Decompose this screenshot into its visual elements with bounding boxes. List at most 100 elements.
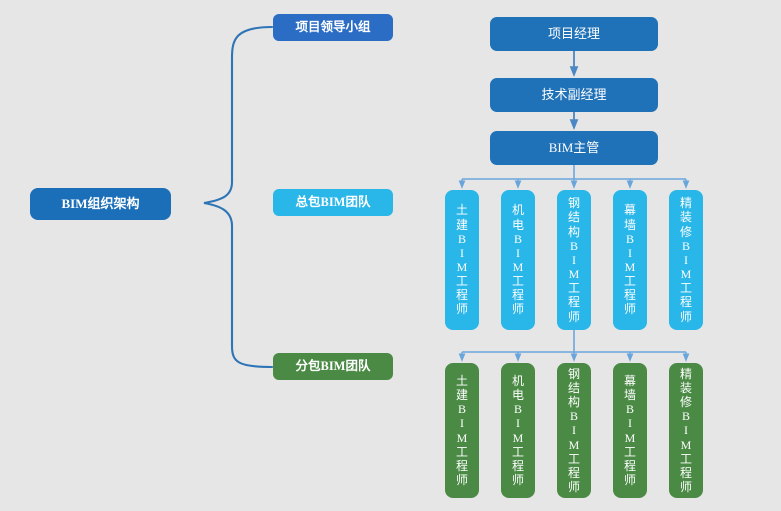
- vertical-char: 修: [679, 395, 692, 410]
- vertical-char: I: [572, 252, 576, 267]
- vertical-char: B: [569, 238, 578, 253]
- vertical-char: B: [457, 231, 466, 246]
- vertical-char: 钢: [567, 366, 580, 381]
- vertical-char: 工: [511, 444, 524, 459]
- vertical-char: 精: [679, 366, 692, 381]
- vertical-char: 钢: [567, 196, 580, 211]
- vertical-char: 构: [567, 224, 580, 239]
- bracket-curve: [203, 25, 274, 369]
- vertical-char: M: [568, 267, 580, 282]
- vertical-char: B: [513, 231, 522, 246]
- vertical-char: B: [681, 409, 690, 424]
- vertical-char: 程: [511, 458, 524, 473]
- vertical-char: 师: [455, 472, 468, 487]
- vertical-char: B: [457, 402, 466, 417]
- vertical-char: B: [625, 402, 634, 417]
- vertical-char: 师: [567, 480, 580, 495]
- vertical-char: 师: [567, 309, 580, 324]
- vertical-char: 师: [623, 472, 636, 487]
- vertical-char: I: [460, 245, 464, 260]
- vertical-char: 工: [567, 451, 580, 466]
- vertical-char: B: [681, 238, 690, 253]
- vertical-char: I: [684, 252, 688, 267]
- vertical-char: 程: [679, 465, 692, 480]
- vertical-char: M: [624, 260, 636, 274]
- vertical-char: 装: [679, 380, 692, 395]
- vertical-char: B: [569, 409, 578, 424]
- root-node-bim-organization[interactable]: BIM组织架构: [30, 188, 171, 220]
- vertical-char: M: [456, 260, 468, 274]
- vertical-char: I: [516, 416, 520, 431]
- vertical-char: 师: [623, 302, 636, 317]
- vertical-char: 建: [455, 217, 468, 232]
- vertical-char: 机: [511, 373, 524, 388]
- vertical-char: 土: [455, 203, 468, 218]
- node-project-manager[interactable]: 项目经理: [490, 17, 658, 51]
- vertical-char: I: [460, 416, 464, 431]
- vertical-char: 结: [567, 380, 580, 395]
- vertical-char: I: [628, 245, 632, 260]
- vertical-char: 程: [455, 288, 468, 303]
- vertical-char: 精: [679, 196, 692, 211]
- vertical-char: M: [680, 437, 692, 452]
- vertical-char: B: [513, 402, 522, 417]
- vertical-char: 师: [455, 302, 468, 317]
- vertical-char: 工: [623, 444, 636, 459]
- vertical-char: 工: [455, 274, 468, 289]
- vertical-char: I: [628, 416, 632, 431]
- vertical-char: 程: [567, 295, 580, 310]
- vertical-char: 程: [567, 465, 580, 480]
- vertical-char: 幕: [623, 373, 636, 388]
- vertical-char: 工: [679, 451, 692, 466]
- branch-node-subcontractor[interactable]: 分包BIM团队: [273, 353, 393, 380]
- branch-node-leadership[interactable]: 项目领导小组: [273, 14, 393, 41]
- vertical-char: 工: [511, 274, 524, 289]
- vertical-char: 构: [567, 395, 580, 410]
- vertical-char: 工: [623, 274, 636, 289]
- vertical-char: 墙: [623, 217, 636, 232]
- vertical-char: 修: [679, 224, 692, 239]
- vertical-char: 工: [679, 281, 692, 296]
- vertical-char: I: [572, 423, 576, 438]
- vertical-char: 工: [567, 281, 580, 296]
- vertical-char: 程: [511, 288, 524, 303]
- vertical-char: 程: [455, 458, 468, 473]
- node-deputy-technical-manager[interactable]: 技术副经理: [490, 78, 658, 112]
- vertical-char: 电: [511, 388, 524, 403]
- vertical-char: 幕: [623, 203, 636, 218]
- vertical-char: B: [625, 231, 634, 246]
- vertical-char: 师: [511, 302, 524, 317]
- vertical-char: 工: [455, 444, 468, 459]
- vertical-char: I: [516, 245, 520, 260]
- vertical-char: M: [568, 437, 580, 452]
- vertical-char: 师: [679, 309, 692, 324]
- vertical-char: 土: [455, 373, 468, 388]
- vertical-char: 装: [679, 210, 692, 225]
- branch-node-main-contractor[interactable]: 总包BIM团队: [273, 189, 393, 216]
- vertical-char: 机: [511, 203, 524, 218]
- vertical-char: 师: [679, 480, 692, 495]
- vertical-char: 程: [679, 295, 692, 310]
- vertical-char: 电: [511, 217, 524, 232]
- vertical-char: 墙: [623, 388, 636, 403]
- vertical-char: M: [512, 430, 524, 445]
- vertical-char: M: [456, 430, 468, 445]
- vertical-char: 师: [511, 472, 524, 487]
- node-bim-supervisor[interactable]: BIM主管: [490, 131, 658, 165]
- vertical-char: 建: [455, 388, 468, 403]
- vertical-char: M: [512, 260, 524, 274]
- vertical-char: 程: [623, 458, 636, 473]
- vertical-char: M: [624, 430, 636, 445]
- vertical-char: 结: [567, 210, 580, 225]
